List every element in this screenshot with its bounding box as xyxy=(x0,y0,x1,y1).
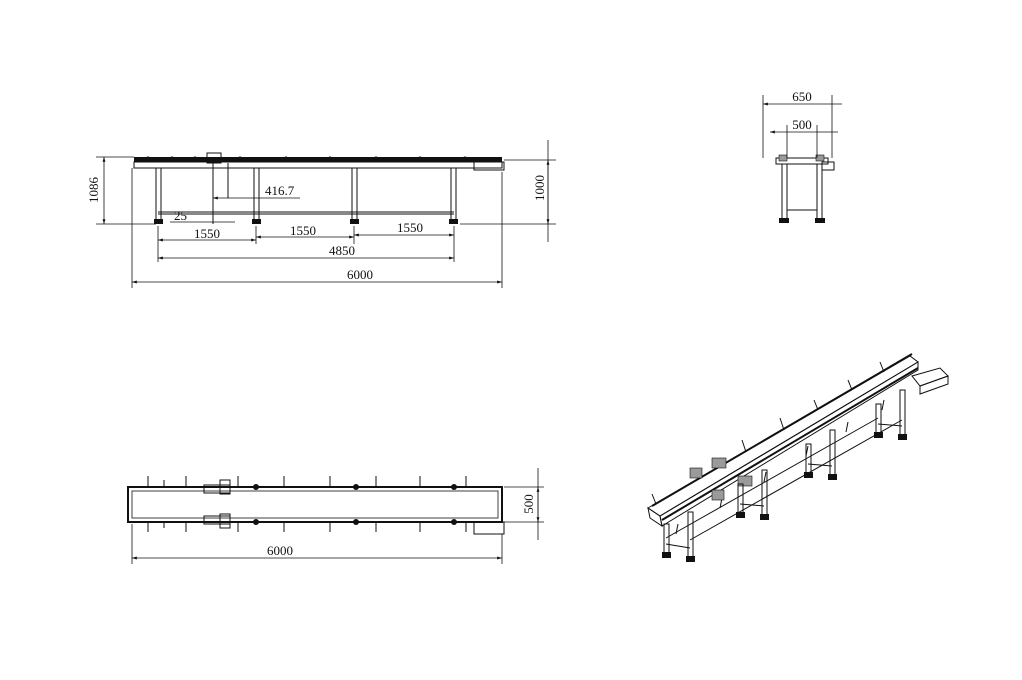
dim-length: 6000 xyxy=(267,543,293,558)
dim-small: 25 xyxy=(174,208,187,223)
top-view: 500 6000 xyxy=(127,468,544,564)
belt-frame xyxy=(133,161,503,169)
dim-offset: 416.7 xyxy=(265,183,295,198)
side-view-dimensions: 650 500 xyxy=(762,89,842,158)
dim-length-total: 6000 xyxy=(347,267,373,282)
end-drive-box xyxy=(473,161,505,171)
dim-width: 500 xyxy=(521,494,536,514)
dim-span-3: 1550 xyxy=(397,220,423,235)
rail-rollers xyxy=(145,156,468,162)
front-view-dimensions: 1086 1000 416.7 25 1550 1550 1550 xyxy=(86,140,556,288)
dim-span-2: 1550 xyxy=(290,223,316,238)
top-belt-outline xyxy=(127,486,503,523)
dim-height-overall: 1086 xyxy=(86,177,101,204)
top-view-pins xyxy=(147,476,467,532)
top-view-sensors xyxy=(203,479,231,529)
iso-sensors xyxy=(689,457,753,501)
dim-height-belt: 1000 xyxy=(532,175,547,201)
front-legs xyxy=(154,167,458,224)
side-belt xyxy=(775,157,829,165)
belt-top-rail xyxy=(134,157,502,162)
dim-width-overall: 650 xyxy=(792,89,812,104)
dim-width-belt: 500 xyxy=(792,117,812,132)
front-view: 1086 1000 416.7 25 1550 1550 1550 xyxy=(86,140,556,288)
top-drive-box xyxy=(473,521,505,535)
top-view-dimensions: 500 6000 xyxy=(131,468,544,564)
isometric-view xyxy=(647,353,949,562)
dim-span-1: 1550 xyxy=(194,226,220,241)
sensor-bracket xyxy=(206,152,222,164)
iso-legs xyxy=(662,389,907,562)
dim-leg-total: 4850 xyxy=(329,243,355,258)
side-view: 650 500 xyxy=(762,89,842,223)
iso-pins xyxy=(651,361,885,535)
